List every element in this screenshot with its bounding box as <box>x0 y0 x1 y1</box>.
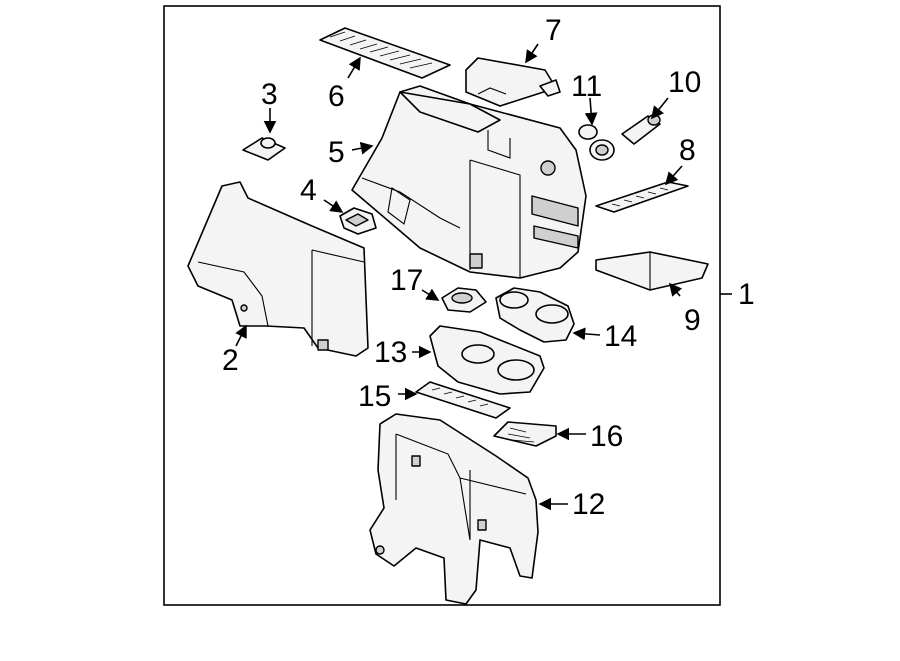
diagram-frame <box>163 5 721 606</box>
callout-13: 13 <box>374 336 407 369</box>
part-10-outlet <box>621 114 661 145</box>
part-16-mat <box>493 421 557 447</box>
part-11-insert <box>578 124 615 161</box>
part-17-cup <box>441 287 487 313</box>
callout-7: 7 <box>545 14 562 47</box>
callout-6: 6 <box>328 80 345 113</box>
callout-1: 1 <box>738 278 755 311</box>
callout-3: 3 <box>261 78 278 111</box>
part-7-lid <box>465 57 561 107</box>
callout-2: 2 <box>222 344 239 377</box>
part-13-tray <box>429 325 545 395</box>
callout-16: 16 <box>590 420 623 453</box>
callout-11: 11 <box>571 70 602 103</box>
part-2-panel <box>187 181 369 357</box>
part-8-tray <box>595 181 689 213</box>
callout-labels: 1 2 3 4 5 6 7 8 9 10 11 12 13 14 15 16 1… <box>222 14 755 521</box>
part-12-base <box>369 413 539 605</box>
part-3-knob <box>242 137 286 161</box>
callout-8: 8 <box>679 134 696 167</box>
callout-15: 15 <box>358 380 391 413</box>
callout-12: 12 <box>572 488 605 521</box>
callout-4: 4 <box>300 174 317 207</box>
callout-9: 9 <box>684 304 701 337</box>
callout-17: 17 <box>390 264 423 297</box>
part-5-housing <box>351 85 587 279</box>
part-6-mat <box>319 27 451 79</box>
part-15-mat <box>415 381 511 419</box>
part-9-door <box>595 251 709 291</box>
callout-10: 10 <box>668 66 701 99</box>
part-4-bracket <box>339 207 377 235</box>
leader-lines <box>235 43 683 511</box>
callout-5: 5 <box>328 136 345 169</box>
callout-14: 14 <box>604 320 637 353</box>
part-14-cupholder <box>495 287 575 343</box>
